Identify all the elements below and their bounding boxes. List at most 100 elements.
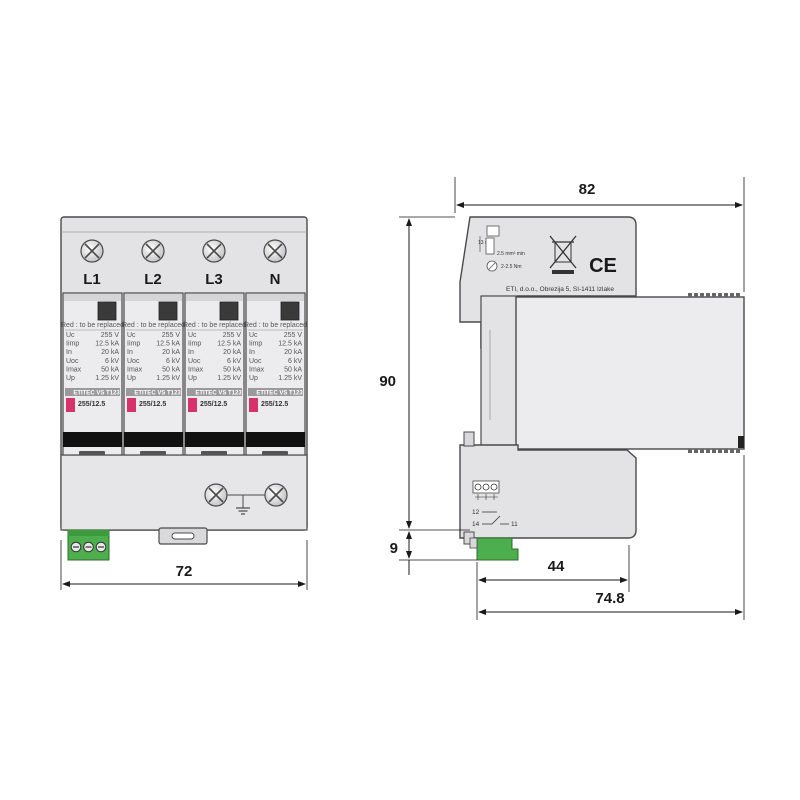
spec-label: Up (127, 375, 136, 382)
torque-value: 2-2.5 Nm (501, 264, 522, 270)
grip-ridge (688, 293, 692, 297)
grip-ridge (694, 449, 698, 453)
model-rating: 255/12.5 (139, 401, 166, 408)
spec-value: 255 V (223, 332, 242, 339)
terminal-l2: L2 (141, 239, 165, 288)
dim-bottom-9: 9 (390, 531, 477, 575)
spec-value: 6 kV (288, 358, 302, 365)
spec-value: 1.25 kV (156, 375, 180, 382)
spec-label: Imax (127, 366, 143, 373)
model-name: ETITEC VS T123 (256, 391, 303, 397)
dim-label-44: 44 (548, 558, 565, 575)
remote-contact-terminal-side (469, 537, 519, 561)
grip-ridge (724, 293, 728, 297)
grip-ridge (688, 449, 692, 453)
din-clip (158, 527, 208, 545)
dim-top-82: 82 (454, 177, 745, 292)
replace-note: Red : to be replaced (244, 322, 307, 329)
terminal-label: L1 (83, 271, 101, 288)
dim-label-90: 90 (379, 373, 396, 390)
spec-value: 6 kV (166, 358, 180, 365)
black-band (124, 432, 183, 447)
side-view: 13 mm 2.5 mm² min 2-2.5 Nm CE ETI, d.o.o… (379, 177, 745, 620)
black-band (185, 432, 244, 447)
spec-value: 255 V (162, 332, 181, 339)
spec-label: Up (66, 375, 75, 382)
black-band (63, 432, 122, 447)
spec-label: Iimp (127, 341, 140, 348)
grip-ridge (718, 449, 722, 453)
side-lower-body (459, 444, 637, 539)
spec-value: 12.5 kA (95, 341, 119, 348)
spec-label: Uoc (249, 358, 262, 365)
spec-value: 50 kA (223, 366, 241, 373)
model-name: ETITEC VS T123 (195, 391, 242, 397)
dim-label-82: 82 (579, 181, 596, 198)
spec-value: 50 kA (284, 366, 302, 373)
grip-ridge (730, 449, 734, 453)
spec-value: 255 V (101, 332, 120, 339)
spec-label: Iimp (188, 341, 201, 348)
spec-value: 50 kA (101, 366, 119, 373)
replace-note: Red : to be replaced (122, 322, 185, 329)
status-indicator-window (280, 301, 300, 321)
conductor-info: 13 mm 2.5 mm² min 2-2.5 Nm (478, 225, 525, 272)
eti-logo-icon (127, 398, 136, 412)
model-name: ETITEC VS T123 (134, 391, 181, 397)
eti-logo-icon (188, 398, 197, 412)
terminal-label: L2 (144, 271, 162, 288)
contact-schematic: 12 14 11 (472, 509, 518, 528)
ce-mark: CE (589, 255, 617, 277)
grip-ridge (736, 293, 740, 297)
spec-label: Up (188, 375, 197, 382)
grip-ridge (718, 293, 722, 297)
dim-label-74-8: 74.8 (595, 590, 624, 607)
spec-value: 12.5 kA (278, 341, 302, 348)
spec-label: Iimp (66, 341, 79, 348)
spec-value: 20 kA (101, 349, 119, 356)
status-indicator-window (158, 301, 178, 321)
spec-value: 1.25 kV (278, 375, 302, 382)
replace-note: Red : to be replaced (61, 322, 124, 329)
dim-depth-74-8: 74.8 (478, 455, 745, 620)
grip-ridge (706, 293, 710, 297)
spec-value: 20 kA (162, 349, 180, 356)
spec-label: In (188, 349, 194, 356)
spec-label: In (127, 349, 133, 356)
spec-value: 6 kV (227, 358, 241, 365)
spec-label: Uc (127, 332, 136, 339)
model-rating: 255/12.5 (261, 401, 288, 408)
spec-label: Uc (188, 332, 197, 339)
spec-label: Imax (188, 366, 204, 373)
grip-ridge (700, 293, 704, 297)
conductor-cross-section: 2.5 mm² min (497, 251, 525, 257)
grip-ridge (724, 449, 728, 453)
spec-label: In (249, 349, 255, 356)
model-rating: 255/12.5 (78, 401, 105, 408)
spec-value: 255 V (284, 332, 303, 339)
contact-12: 12 (472, 509, 480, 516)
dim-width-72: 72 (60, 540, 308, 590)
model-name: ETITEC VS T123 (73, 391, 120, 397)
spec-label: Uoc (127, 358, 140, 365)
spec-label: Uoc (188, 358, 201, 365)
grip-ridge (712, 449, 716, 453)
spec-label: Uc (66, 332, 75, 339)
spec-label: Imax (249, 366, 265, 373)
terminal-l1: L1 (80, 239, 104, 288)
eti-logo-icon (66, 398, 75, 412)
black-band (246, 432, 305, 447)
grip-ridge (694, 293, 698, 297)
spec-value: 1.25 kV (217, 375, 241, 382)
dim-label-9: 9 (390, 540, 398, 557)
side-module (515, 296, 745, 450)
model-rating: 255/12.5 (200, 401, 227, 408)
status-indicator-window (219, 301, 239, 321)
replace-note: Red : to be replaced (183, 322, 246, 329)
